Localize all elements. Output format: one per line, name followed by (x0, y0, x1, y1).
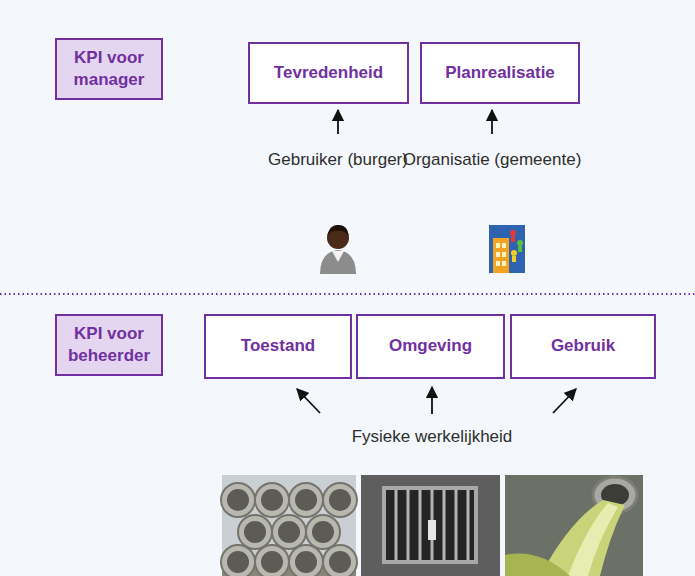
leader-arrow (553, 389, 576, 413)
grate-photo (361, 475, 500, 576)
kpi-box: KPI voor manager (55, 38, 163, 100)
caption-label: Organisatie (gemeente) (397, 148, 587, 173)
kpi-box: Gebruik (510, 314, 656, 379)
divider-line (0, 293, 695, 295)
leader-arrow (491, 110, 493, 134)
kpi-box: Omgeving (356, 314, 505, 379)
kpi-box: Toestand (204, 314, 352, 379)
leader-arrow (337, 110, 339, 134)
kpi-box: Planrealisatie (420, 42, 580, 104)
box-label: Omgeving (389, 335, 472, 357)
kpi-box: Tevredenheid (248, 42, 409, 104)
box-label: KPI voor manager (63, 47, 155, 91)
outflow-photo (505, 475, 643, 576)
box-label: Planrealisatie (445, 62, 555, 84)
leader-arrow (297, 389, 320, 413)
person-icon (320, 225, 356, 274)
box-label: KPI voor beheerder (63, 323, 155, 367)
caption-label: Fysieke werkelijkheid (302, 425, 562, 450)
leader-arrow (431, 387, 433, 414)
pipes-photo (221, 475, 357, 576)
caption-label: Gebruiker (burger) (253, 148, 423, 173)
kpi-box: KPI voor beheerder (55, 314, 163, 376)
box-label: Tevredenheid (274, 62, 383, 84)
organisation-icon (489, 225, 525, 273)
box-label: Gebruik (551, 335, 615, 357)
box-label: Toestand (241, 335, 315, 357)
